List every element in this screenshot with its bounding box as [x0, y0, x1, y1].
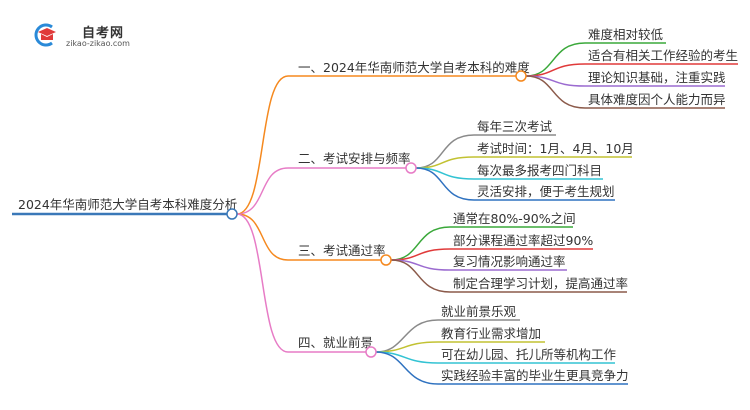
logo-url: zikao-zikao.com: [66, 39, 130, 48]
branch-3-node-circle[interactable]: [380, 254, 392, 266]
logo-title: 自考网: [82, 26, 125, 41]
leaf-3-1[interactable]: 通常在80%-90%之间: [453, 211, 576, 226]
logo: 自考网 zikao-zikao.com: [32, 20, 142, 50]
leaf-2-4[interactable]: 灵活安排，便于考生规划: [477, 184, 615, 199]
branch-4-label[interactable]: 四、就业前景: [298, 335, 373, 350]
leaf-4-2[interactable]: 教育行业需求增加: [441, 326, 541, 341]
leaf-2-1[interactable]: 每年三次考试: [477, 119, 553, 134]
leaf-4-4[interactable]: 实践经验丰富的毕业生更具竞争力: [441, 368, 629, 383]
graduation-cap-icon: [34, 23, 56, 47]
leaf-3-3[interactable]: 复习情况影响通过率: [453, 254, 566, 269]
branch-4-node-circle[interactable]: [365, 346, 377, 358]
root-node-circle[interactable]: [226, 208, 238, 220]
leaf-1-1-edge: [525, 42, 666, 77]
leaf-3-4-edge: [390, 259, 627, 293]
leaf-2-2[interactable]: 考试时间：1月、4月、10月: [477, 141, 634, 156]
leaf-3-4[interactable]: 制定合理学习计划，提高通过率: [453, 276, 628, 291]
leaf-2-2-edge: [415, 156, 632, 169]
leaf-1-4[interactable]: 具体难度因个人能力而异: [588, 92, 726, 107]
branch-1-node-circle[interactable]: [515, 70, 527, 82]
leaf-1-1[interactable]: 难度相对较低: [588, 27, 664, 42]
root-node[interactable]: 2024年华南师范大学自考本科难度分析: [18, 197, 237, 212]
branch-1-edge: [236, 75, 516, 215]
branch-2-edge: [236, 167, 406, 215]
branch-2-label[interactable]: 二、考试安排与频率: [298, 151, 411, 166]
leaf-4-4-edge: [375, 351, 628, 385]
leaf-1-4-edge: [525, 75, 725, 109]
branch-3-edge: [236, 213, 381, 261]
leaf-4-1[interactable]: 就业前景乐观: [441, 304, 517, 319]
leaf-4-3[interactable]: 可在幼儿园、托儿所等机构工作: [441, 347, 617, 362]
leaf-3-1-edge: [390, 226, 573, 261]
leaf-1-2-edge: [525, 63, 738, 77]
leaf-3-2[interactable]: 部分课程通过率超过90%: [453, 233, 593, 248]
leaf-2-3[interactable]: 每次最多报考四门科目: [477, 163, 602, 178]
leaf-4-1-edge: [375, 319, 520, 353]
leaf-2-1-edge: [415, 134, 556, 169]
leaf-2-4-edge: [415, 167, 615, 201]
leaf-1-3[interactable]: 理论知识基础，注重实践: [588, 70, 726, 85]
branch-3-label[interactable]: 三、考试通过率: [298, 243, 386, 258]
branch-4-edge: [236, 213, 366, 353]
branch-2-node-circle[interactable]: [405, 162, 417, 174]
leaf-1-2[interactable]: 适合有相关工作经验的考生: [588, 48, 738, 63]
branch-1-label[interactable]: 一、2024年华南师范大学自考本科的难度: [298, 60, 530, 75]
